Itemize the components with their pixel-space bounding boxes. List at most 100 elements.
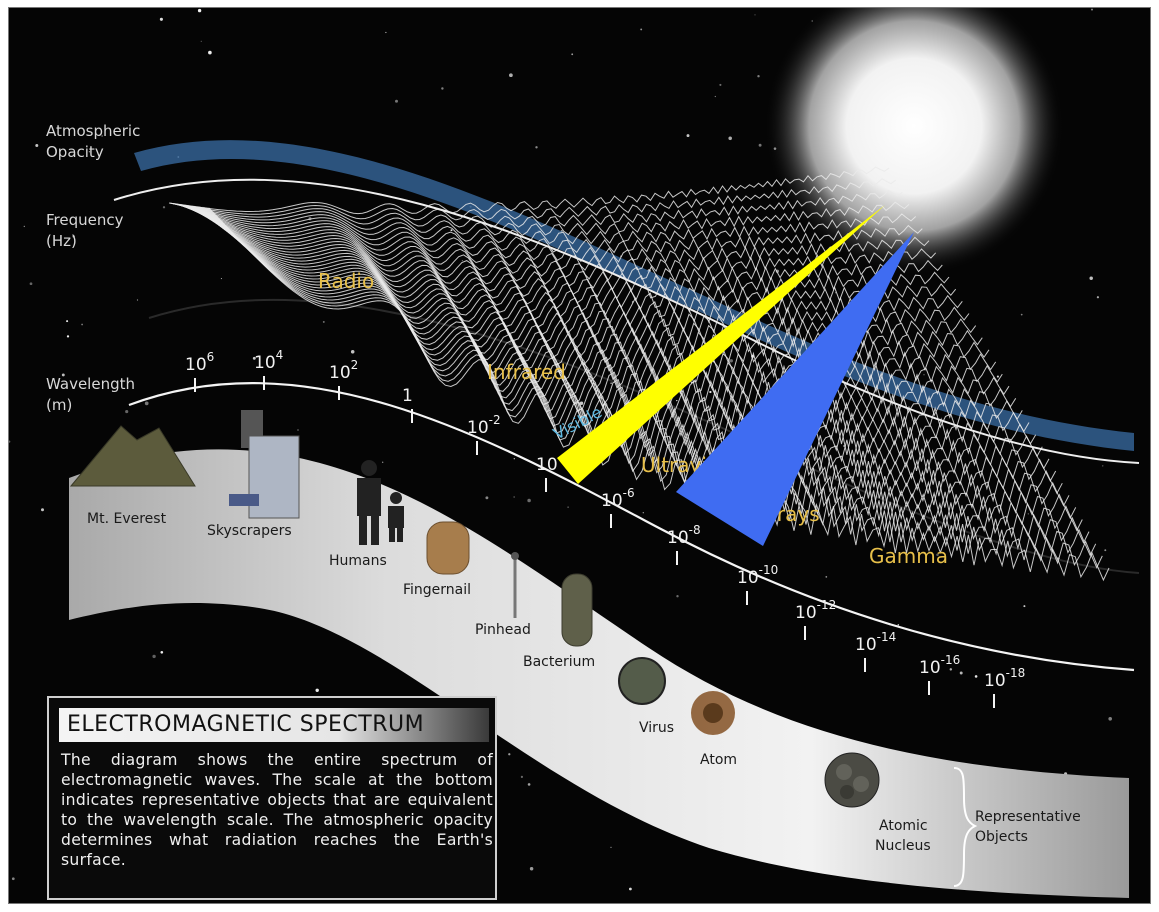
wave-line	[176, 203, 930, 263]
star-dot	[23, 225, 25, 228]
star-dot	[686, 134, 690, 138]
wave-line	[191, 205, 1017, 408]
representative-label-2: Objects	[975, 829, 1028, 845]
star-dot	[1096, 296, 1100, 299]
wave-line	[207, 207, 1103, 569]
star-dot	[757, 75, 760, 78]
wave-line	[195, 205, 1037, 445]
star-dot	[1091, 8, 1093, 11]
object-label-atom: Atom	[700, 752, 737, 768]
star-dot	[461, 260, 463, 262]
object-label-humans: Humans	[329, 553, 387, 569]
star-dot	[729, 359, 733, 363]
wavelength-label-1: Wavelength	[46, 375, 135, 393]
object-label-atomic: Atomic	[879, 818, 928, 834]
mt-everest-icon	[69, 425, 196, 487]
wavelength-label-2: (m)	[46, 396, 72, 414]
yellow-wedge-overlay	[557, 205, 885, 484]
object-label-mt-everest: Mt. Everest	[87, 511, 167, 527]
star-dot	[508, 753, 511, 756]
star-dot	[923, 374, 925, 376]
star-dot	[527, 498, 531, 503]
star-dot	[642, 512, 644, 514]
star-dot	[136, 299, 139, 301]
star-dot	[252, 356, 256, 360]
star-dot	[640, 28, 643, 31]
star-dot	[571, 53, 574, 56]
star-dot	[709, 390, 712, 394]
star-dot	[1020, 313, 1023, 316]
wave-line	[194, 205, 1030, 433]
wavelength-tick-label: 10-16	[919, 653, 960, 678]
wavelength-tick-label: 106	[185, 350, 214, 375]
star-dot	[629, 887, 632, 891]
wavelength-tick-label: 10-8	[667, 523, 701, 548]
star-dot	[1023, 605, 1026, 608]
star-dot	[509, 73, 513, 78]
wave-line	[174, 203, 923, 254]
star-dot	[61, 373, 65, 377]
wavelength-tick-label: 10-14	[855, 630, 896, 655]
wave-line	[190, 205, 1010, 396]
star-dot	[728, 136, 732, 141]
star-dot	[35, 144, 39, 147]
star-dot	[11, 877, 15, 881]
band-radio-label: Radio	[318, 269, 374, 293]
wavelength-ticks: 106104102110-210-410-610-810-1010-1210-1…	[185, 348, 1025, 708]
star-dot	[579, 401, 584, 405]
virus-icon	[618, 657, 666, 705]
star-dot	[152, 654, 156, 659]
star-dot	[220, 278, 222, 280]
star-dot	[1027, 513, 1029, 515]
star-glow	[764, 8, 1064, 276]
star-dot	[996, 375, 999, 378]
star-dot	[527, 783, 531, 786]
wave-line	[171, 189, 903, 228]
star-dot	[513, 458, 515, 460]
star-dot	[200, 40, 202, 42]
star-dot	[29, 282, 33, 286]
wave-line	[170, 178, 897, 221]
star-dot	[535, 146, 538, 149]
frequency-label-2: (Hz)	[46, 232, 77, 250]
star-dot	[350, 350, 355, 354]
star-dot	[897, 624, 900, 626]
star-dot	[385, 31, 387, 34]
star-dot	[315, 688, 319, 692]
star-dot	[949, 668, 953, 671]
wavelength-tick-label: 10-10	[737, 563, 778, 588]
atmospheric-opacity-label-1: Atmospheric	[46, 122, 140, 140]
star-dot	[1102, 465, 1104, 467]
star-dot	[101, 135, 103, 137]
star-dot	[144, 401, 149, 406]
wavelength-tick-label: 104	[254, 348, 283, 373]
wave-line	[188, 205, 997, 372]
star-dot	[754, 14, 756, 16]
bacterium-icon	[561, 573, 593, 647]
wave-line	[205, 207, 1090, 544]
wave-line	[168, 166, 890, 215]
star-dot	[1089, 276, 1093, 280]
star-dot	[714, 95, 716, 98]
band-infrared-label: Infrared	[487, 360, 566, 384]
wave-line	[173, 203, 917, 245]
atmospheric-opacity-band	[134, 140, 1134, 452]
star-dot	[382, 461, 384, 463]
star-dot	[159, 17, 163, 21]
star-dot	[9, 440, 11, 443]
star-dot	[485, 496, 489, 500]
wave-line	[192, 205, 1023, 420]
wavelength-tick-label: 10-18	[984, 666, 1025, 691]
star-dot	[936, 553, 939, 556]
frequency-label-1: Frequency	[46, 211, 124, 229]
atmospheric-opacity-label-2: Opacity	[46, 143, 104, 161]
wave-line	[203, 207, 1083, 532]
object-label-pinhead: Pinhead	[475, 622, 531, 638]
star-dot	[513, 496, 515, 498]
object-label-bacterium: Bacterium	[523, 654, 595, 670]
star-dot	[825, 576, 828, 578]
star-dot	[197, 8, 202, 13]
star-dot	[162, 206, 166, 209]
star-dot	[1104, 549, 1107, 552]
